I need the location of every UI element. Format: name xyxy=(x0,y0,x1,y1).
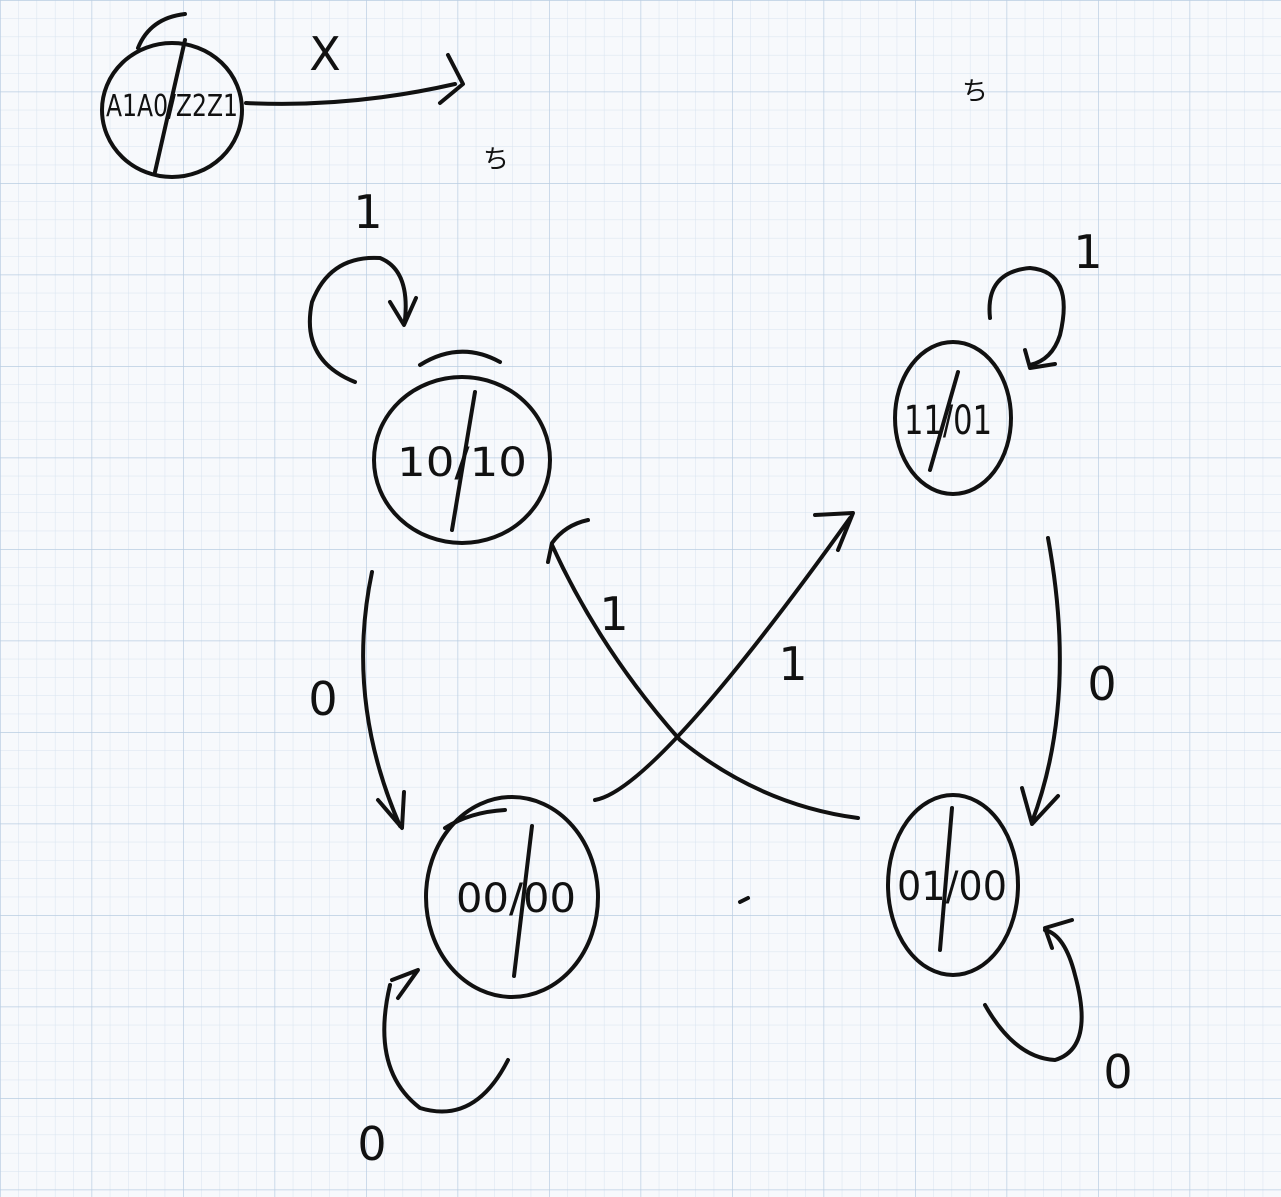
edge-label-10-10: 1 xyxy=(353,185,382,239)
edge-label-10-00: 0 xyxy=(308,672,337,726)
state-label-11: 11/01 xyxy=(904,398,992,444)
edge-label-01-01: 0 xyxy=(1103,1045,1132,1099)
stray-mark xyxy=(738,896,750,904)
legend-node: A1A0/Z2Z1 X ち ち xyxy=(100,12,988,179)
state-label-00: 00/00 xyxy=(456,876,576,922)
state-node-00: 00/00 xyxy=(424,795,600,999)
self-loop-10: 1 xyxy=(307,185,418,384)
edge-10-00: 0 xyxy=(308,570,406,830)
self-loop-00: 0 xyxy=(357,968,510,1171)
edge-label-00-00: 0 xyxy=(357,1117,386,1171)
state-label-01: 01/00 xyxy=(897,864,1007,910)
edge-11-01: 0 xyxy=(1020,536,1117,826)
legend-state-label: A1A0/Z2Z1 xyxy=(106,89,238,124)
self-loop-11: 1 xyxy=(987,225,1103,370)
edge-01-10: 1 xyxy=(546,518,860,820)
edge-label-00-11: 1 xyxy=(778,637,807,691)
state-label-10: 10/10 xyxy=(397,440,527,486)
state-node-10: 10/10 xyxy=(372,349,552,545)
note-mark-1: ち xyxy=(483,145,509,175)
legend-input-label: X xyxy=(309,27,341,81)
state-node-11: 11/01 xyxy=(893,340,1013,496)
edge-label-11-01: 0 xyxy=(1087,657,1116,711)
note-mark-2: ち xyxy=(962,77,988,107)
edge-00-11: 1 xyxy=(593,511,855,802)
edge-label-01-10: 1 xyxy=(599,587,628,641)
self-loop-01: 0 xyxy=(983,918,1133,1099)
edge-label-11-11: 1 xyxy=(1073,225,1102,279)
state-node-01: 01/00 xyxy=(886,793,1020,977)
